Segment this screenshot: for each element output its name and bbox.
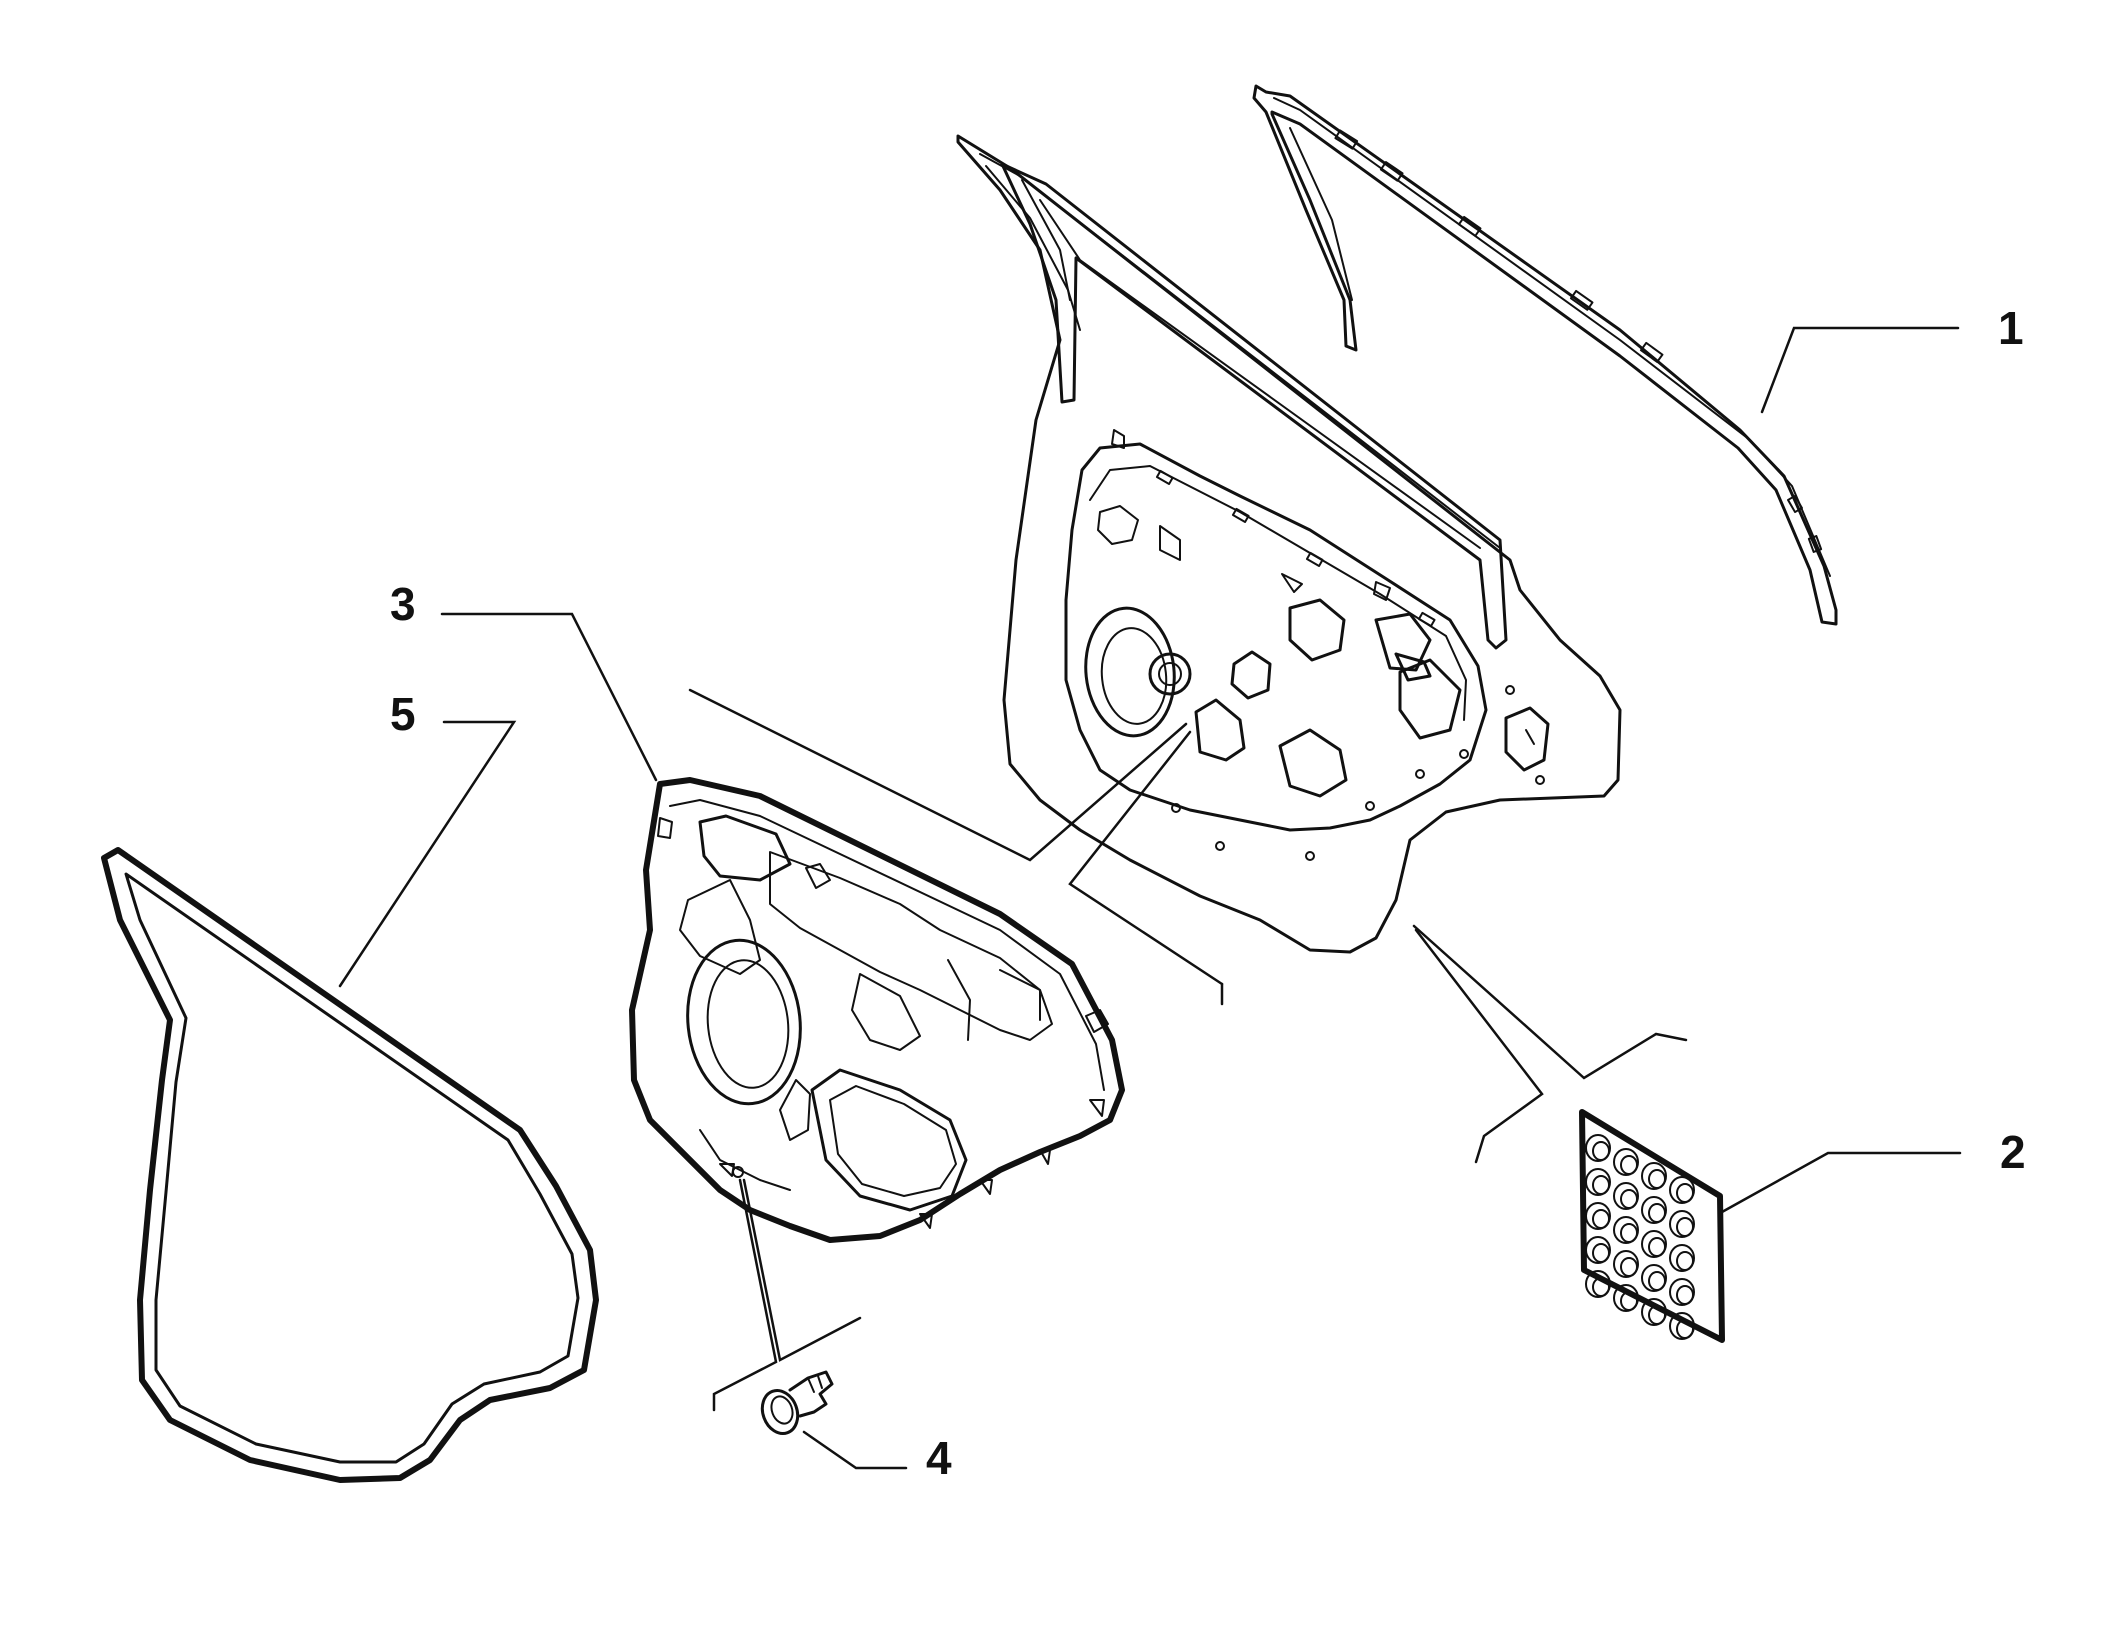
callout-5: 5 [390, 688, 416, 740]
callout-2: 2 [2000, 1126, 2026, 1178]
assembly-line-pads-a [1412, 924, 1688, 1080]
bumper-pad [1669, 1244, 1695, 1272]
assembly-line-panel-a [688, 688, 1188, 862]
bumper-pad [1669, 1176, 1695, 1204]
bumper-pad [1641, 1162, 1667, 1190]
leader-1 [1760, 326, 1960, 414]
bumper-pad [1669, 1278, 1695, 1306]
leader-4 [802, 1430, 908, 1470]
bumper-pad-top [1676, 1319, 1694, 1339]
part-4-push-pin-clip [760, 1370, 834, 1435]
leader-lines [338, 326, 1962, 1470]
door-shell [956, 134, 1622, 954]
bumper-pad-top [1648, 1203, 1666, 1223]
bumper-pad-top [1592, 1209, 1610, 1229]
bumper-pad [1613, 1284, 1639, 1312]
bumper-pad-top [1620, 1257, 1638, 1277]
bumper-pad [1641, 1196, 1667, 1224]
part-3-door-inner-panel [629, 777, 1125, 1243]
assembly-line-pads-b [1414, 928, 1544, 1164]
leader-2 [1720, 1151, 1962, 1214]
bumper-pad-top [1620, 1223, 1638, 1243]
bumper-pad-top [1592, 1175, 1610, 1195]
callout-3: 3 [390, 578, 416, 630]
bumper-pad [1585, 1202, 1611, 1230]
bumper-pad-top [1620, 1291, 1638, 1311]
bumper-pad [1585, 1134, 1611, 1162]
part-2-adhesive-pad-sheet [1579, 1109, 1725, 1343]
bumper-pad [1641, 1264, 1667, 1292]
bumper-pad [1641, 1230, 1667, 1258]
part-5-door-weatherstrip [101, 847, 599, 1483]
bumper-pad [1613, 1216, 1639, 1244]
bumper-pad-top [1676, 1183, 1694, 1203]
assembly-line-panel-b [1068, 730, 1224, 986]
bumper-pad [1641, 1298, 1667, 1326]
bumper-pad-top [1648, 1305, 1666, 1325]
bumper-pad [1669, 1210, 1695, 1238]
pad-bumpers [1585, 1134, 1695, 1340]
bumper-pad-top [1648, 1237, 1666, 1257]
leader-3 [440, 612, 658, 782]
bumper-pad-top [1620, 1189, 1638, 1209]
bumper-pad [1585, 1236, 1611, 1264]
leader-5 [338, 720, 517, 988]
bumper-pad-top [1648, 1271, 1666, 1291]
callout-labels: 1 2 3 5 4 [390, 302, 2026, 1484]
bumper-pad-top [1676, 1217, 1694, 1237]
callout-1: 1 [1998, 302, 2024, 354]
seal-strip-clip-slots [1334, 129, 1823, 553]
bumper-pad-top [1676, 1251, 1694, 1271]
bumper-pad-top [1592, 1243, 1610, 1263]
bumper-pad [1613, 1148, 1639, 1176]
bumper-pad [1585, 1168, 1611, 1196]
callout-4: 4 [926, 1432, 952, 1484]
bumper-pad [1585, 1270, 1611, 1298]
part-1-window-seal-strip [1252, 84, 1838, 626]
bumper-pad [1669, 1312, 1695, 1340]
bumper-pad-top [1592, 1277, 1610, 1297]
assembly-line-clip-a [742, 1178, 862, 1362]
bumper-pad-top [1620, 1155, 1638, 1175]
assembly-line-clip-b [712, 1178, 778, 1412]
bumper-pad-top [1676, 1285, 1694, 1305]
bumper-pad [1613, 1250, 1639, 1278]
bumper-pad-top [1592, 1141, 1610, 1161]
bumper-pad [1613, 1182, 1639, 1210]
bumper-pad-top [1648, 1169, 1666, 1189]
